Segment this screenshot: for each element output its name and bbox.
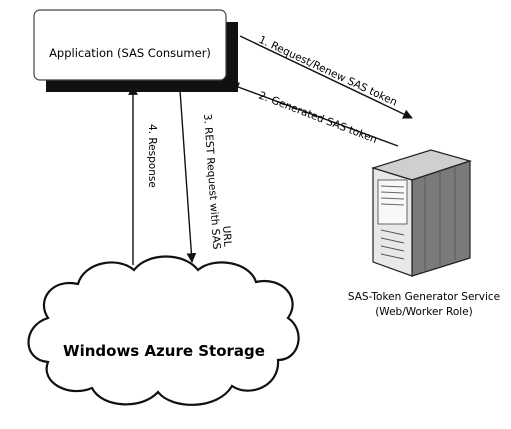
server-icon	[370, 149, 473, 277]
arrow-request	[239, 35, 413, 119]
arrow-generated	[229, 82, 399, 147]
arrow-generated-label: 2. Generated SAS token	[257, 90, 379, 146]
application-label: Application (SAS Consumer)	[49, 46, 211, 60]
arrow-rest-request	[179, 89, 197, 263]
application-node: Application (SAS Consumer)	[33, 9, 238, 92]
arrow-rest-label-line2: URL	[220, 225, 233, 247]
application-box	[33, 9, 227, 81]
service-label-line2: (Web/Worker Role)	[375, 306, 473, 318]
arrow-rest-label-line1: 3. REST Request with SAS	[201, 113, 222, 250]
storage-label: Windows Azure Storage	[63, 342, 265, 360]
service-label-line1: SAS-Token Generator Service	[348, 291, 500, 303]
arrow-response-label: 4. Response	[146, 124, 158, 188]
cloud-shape	[27, 255, 300, 406]
